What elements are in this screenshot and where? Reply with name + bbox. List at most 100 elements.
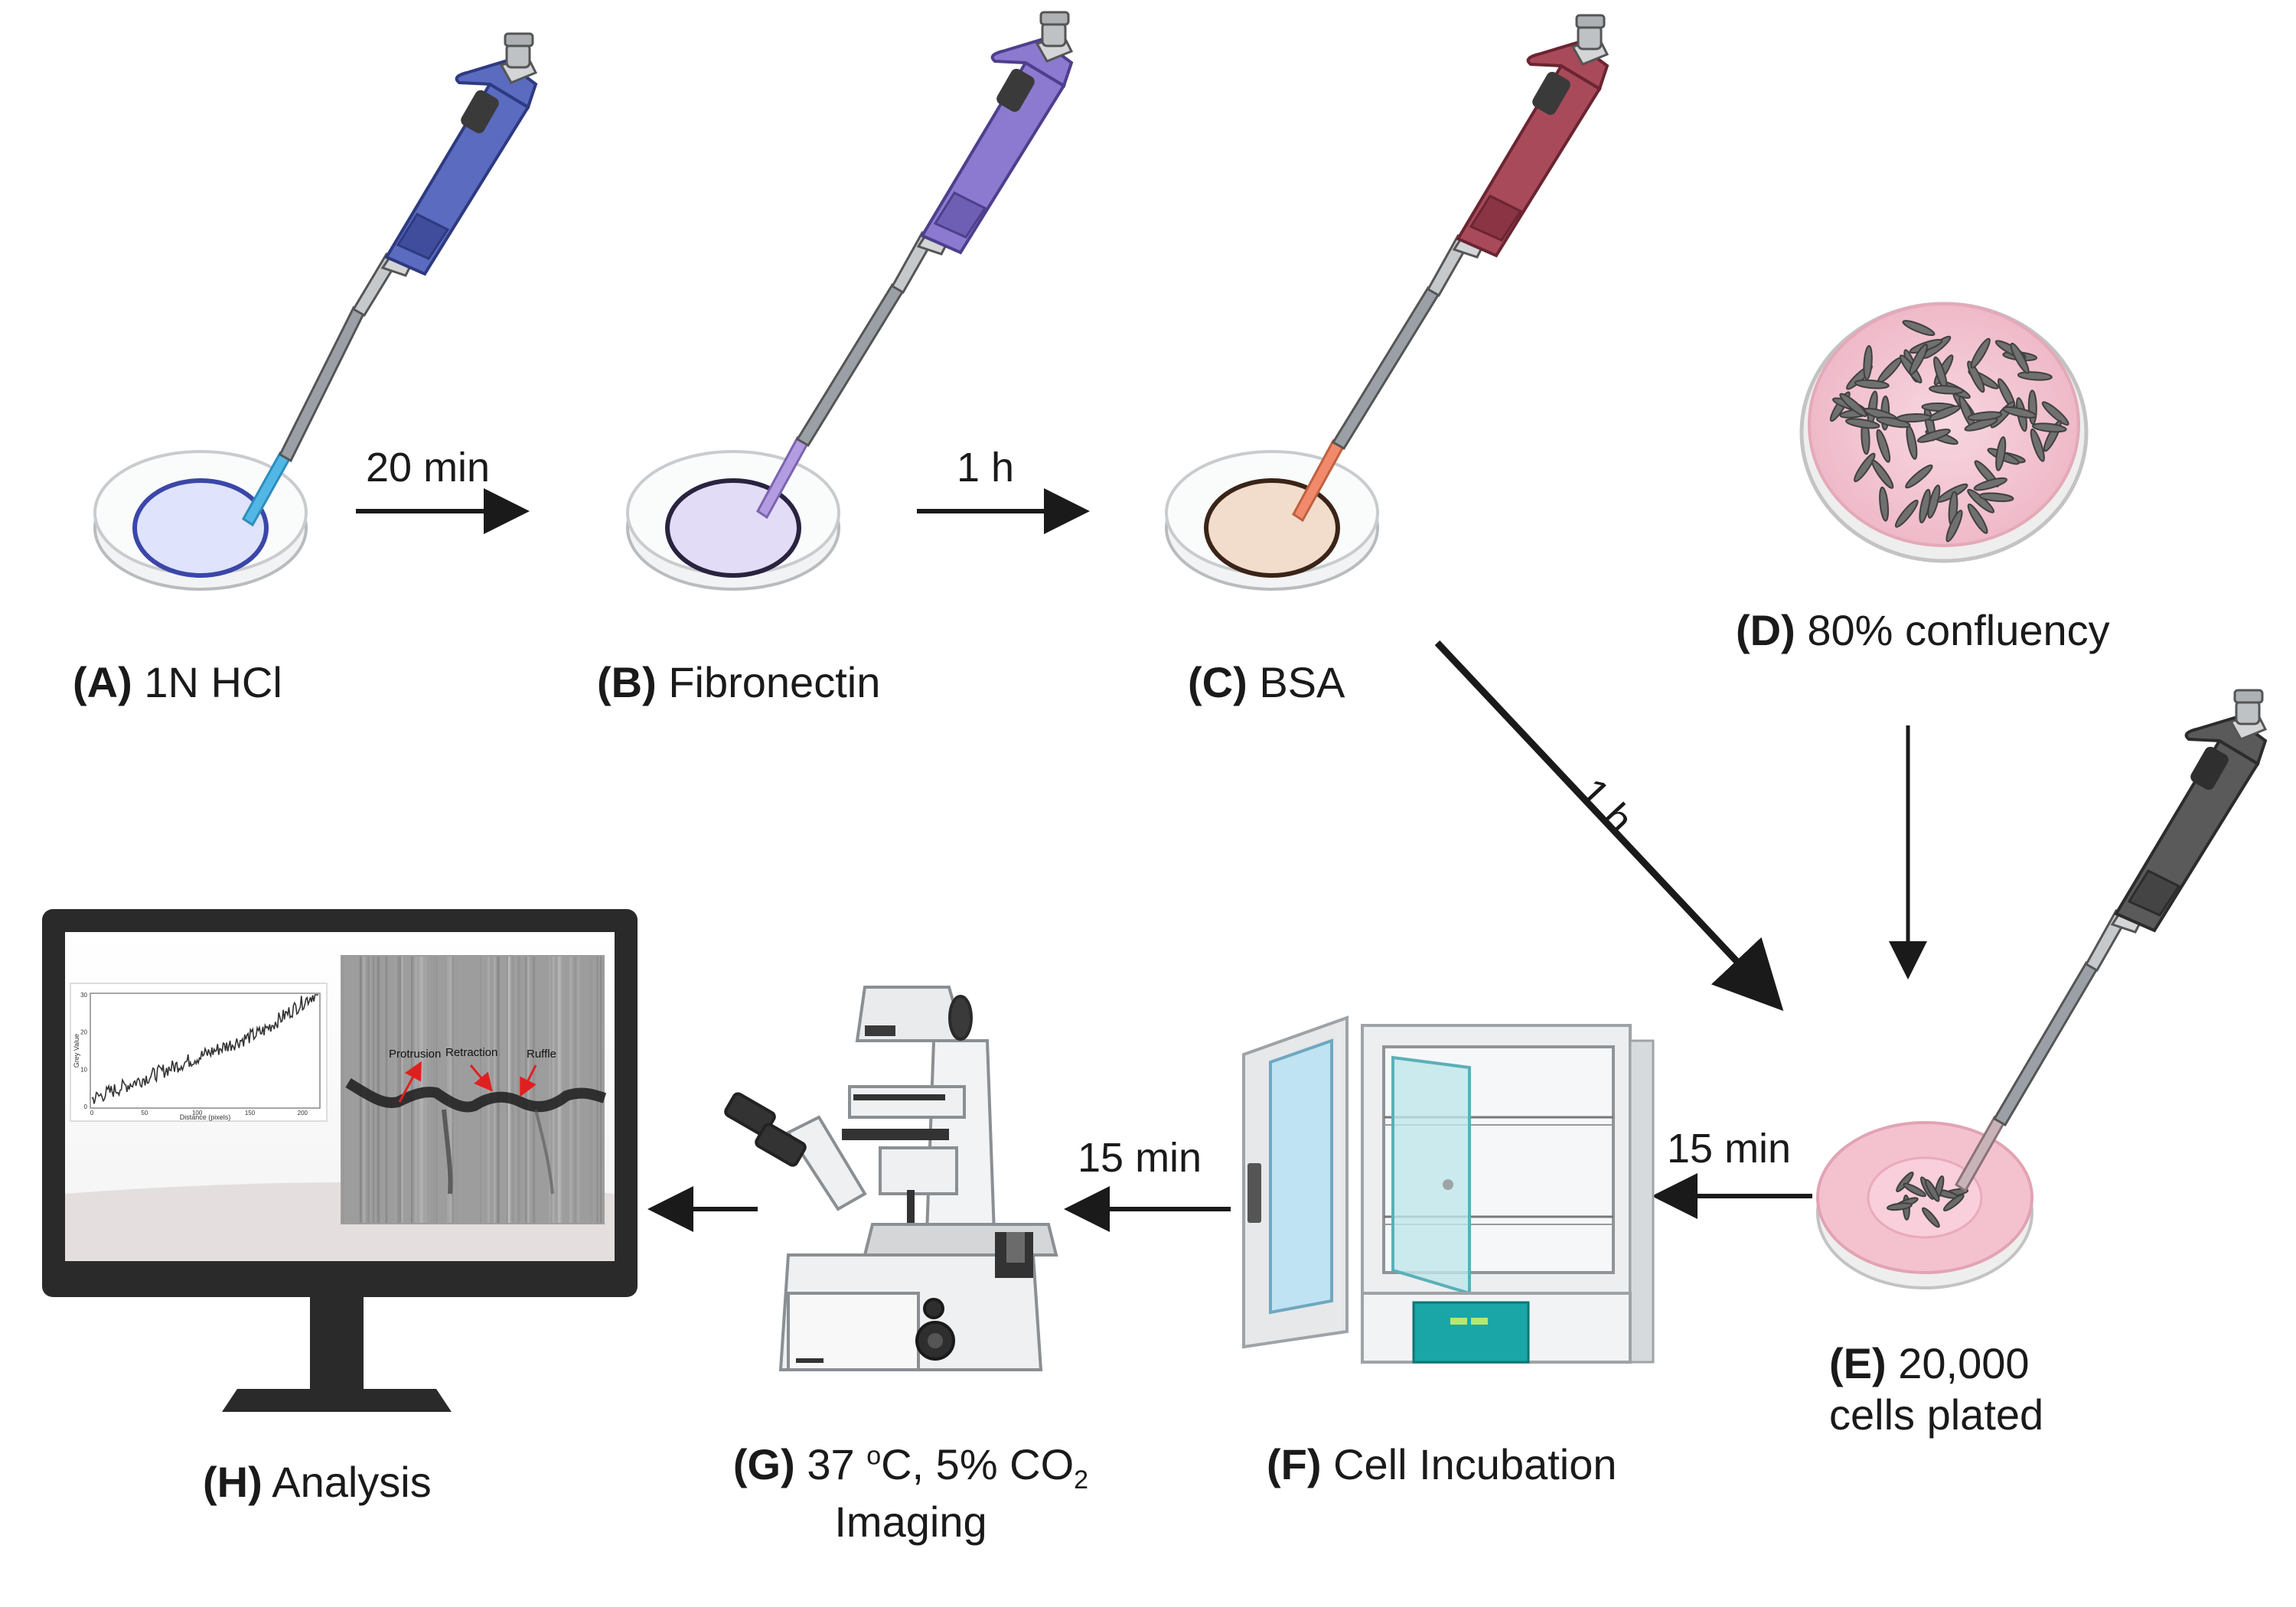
cell-shape	[1876, 429, 1891, 463]
kymograph-streak	[486, 957, 489, 1223]
dish-b	[626, 450, 840, 591]
label-b-text: Fibronectin	[668, 658, 881, 706]
label-e: (E) 20,000 cells plated	[1829, 1338, 2043, 1440]
label-a-text: 1N HCl	[144, 658, 282, 706]
cell-shape	[2027, 390, 2037, 425]
cell-shape	[1967, 360, 1985, 393]
cell-shape	[1839, 393, 1867, 417]
cell-shape	[1863, 345, 1873, 380]
cell-shape	[1903, 1182, 1926, 1198]
cell-shape	[1916, 429, 1951, 443]
label-e-letter: (E)	[1829, 1339, 1887, 1387]
cell-shape	[1844, 418, 1880, 429]
label-d: (D) 80% confluency	[1736, 605, 2110, 656]
cell-shape	[1978, 492, 2014, 503]
cell-shape	[1896, 413, 1932, 423]
plot-ylabel: Grey Value	[73, 1034, 80, 1068]
label-h: (H) Analysis	[203, 1456, 432, 1508]
label-a-letter: (A)	[73, 658, 132, 706]
pipette-c	[1292, 14, 1609, 523]
cell-shape	[1967, 411, 2003, 422]
cell-shape	[2002, 406, 2037, 419]
label-c: (C) BSA	[1188, 657, 1345, 708]
pipette-a	[242, 32, 538, 527]
red-arrow-retraction	[469, 1064, 493, 1092]
plot-ytick-label: 30	[80, 992, 87, 999]
cell-shape	[1854, 452, 1876, 483]
kymo-label-retraction: Retraction	[445, 1046, 497, 1059]
label-b: (B) Fibronectin	[597, 657, 880, 708]
cell-shape	[1909, 344, 1928, 376]
plot-ytick-label: 0	[84, 1103, 88, 1110]
label-g-subscript: 2	[1074, 1465, 1089, 1495]
label-d-letter: (D)	[1736, 606, 1795, 654]
plot-xtick-label: 200	[298, 1110, 308, 1116]
label-b-letter: (B)	[597, 658, 657, 706]
kymograph-streak	[517, 957, 520, 1223]
label-f-letter: (F)	[1267, 1440, 1322, 1488]
kymograph-streak	[596, 957, 598, 1223]
kymograph-streak	[377, 957, 380, 1223]
cell-shape	[1854, 379, 1890, 390]
label-g: (G) 37 oC, 5% CO2 Imaging	[689, 1439, 1133, 1547]
kymograph-streak	[342, 957, 344, 1223]
kymograph-streak	[557, 957, 561, 1223]
label-g-letter: (G)	[732, 1440, 795, 1488]
label-f: (F) Cell Incubation	[1267, 1439, 1617, 1490]
plot-ytick-label: 10	[80, 1066, 87, 1073]
kymograph-streak	[411, 957, 414, 1223]
kymograph-streak	[513, 957, 517, 1223]
time-a-to-b: 20 min	[366, 445, 491, 491]
kymograph-streak	[507, 957, 510, 1223]
label-g-co2: C, 5% CO	[881, 1440, 1075, 1488]
cell-shape	[1876, 416, 1911, 429]
cell-shape	[1967, 504, 1988, 534]
arrow-c-to-e	[1434, 640, 1784, 1012]
cell-shape	[2031, 422, 2067, 433]
screen-kymograph: Protrusion Retraction Ruffle	[341, 955, 607, 1224]
kymograph-streak	[456, 957, 458, 1223]
kymograph-streak	[449, 957, 452, 1223]
pipette-b	[756, 11, 1074, 520]
incubator	[1242, 1015, 1655, 1364]
label-c-text: BSA	[1259, 658, 1345, 706]
cell-shape	[1902, 320, 1936, 337]
cell-shape	[1919, 488, 1931, 523]
cell-shape	[2017, 371, 2053, 381]
kymograph-streak	[527, 957, 530, 1223]
dish-a	[93, 450, 308, 591]
label-d-text: 80% confluency	[1807, 606, 2110, 654]
cell-shape	[1929, 385, 1964, 395]
kymograph-streak	[395, 957, 396, 1223]
label-g-temp: 37	[807, 1440, 867, 1488]
kymograph-streak	[494, 957, 497, 1223]
kymograph-streak	[552, 957, 555, 1223]
cell-shape	[1925, 1178, 1940, 1202]
kymograph-streak	[554, 957, 556, 1223]
kymo-label-ruffle: Ruffle	[527, 1048, 556, 1061]
time-e-to-f: 15 min	[1667, 1126, 1792, 1172]
cell-shape	[1879, 486, 1890, 522]
plot-ytick-label: 20	[80, 1029, 87, 1036]
kymograph-streak	[481, 957, 483, 1223]
plot-xtick-label: 50	[141, 1110, 148, 1116]
kymo-label-protrusion: Protrusion	[389, 1048, 441, 1061]
label-g-degree: o	[866, 1441, 882, 1471]
cell-shape	[1887, 1202, 1913, 1211]
cell-shape	[1995, 436, 2007, 471]
kymograph-streak	[396, 957, 400, 1223]
dish-e	[1816, 1121, 2033, 1289]
cell-shape	[2030, 428, 2045, 462]
label-e-line1: 20,000	[1898, 1339, 2030, 1387]
red-arrow-protrusion	[398, 1061, 422, 1103]
kymograph-streak	[509, 957, 512, 1223]
kymograph-streak	[386, 957, 388, 1223]
plot-xlabel: Distance (pixels)	[180, 1113, 231, 1121]
cell-shape	[1945, 510, 1963, 543]
kymograph-streak	[497, 957, 500, 1223]
label-a: (A) 1N HCl	[73, 657, 282, 708]
cell-shape	[2010, 342, 2030, 374]
cell-shape	[1973, 477, 2007, 491]
plot-xtick-label: 150	[245, 1110, 256, 1116]
